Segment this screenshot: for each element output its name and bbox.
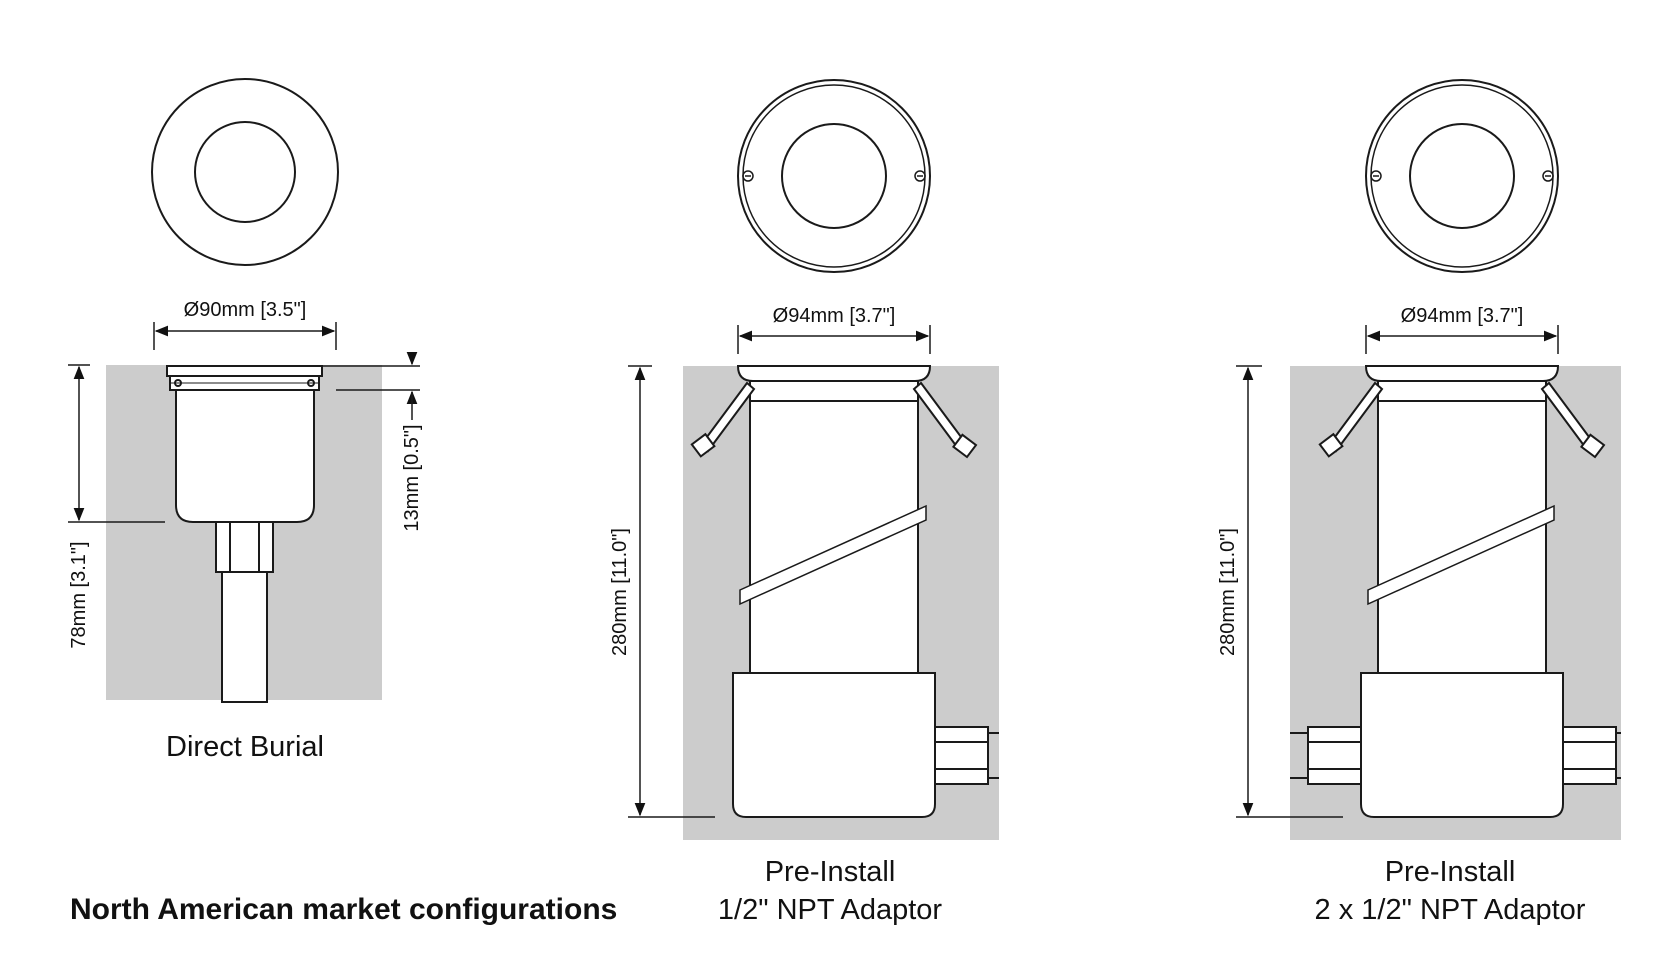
pre-install-double-name-line1: Pre-Install [1384, 856, 1516, 888]
pre-install-single-side-adaptor [934, 726, 999, 785]
pre-install-single-diameter-label: Ø94mm [3.7"] [773, 305, 896, 327]
pre-install-double-drawing [1236, 79, 1621, 840]
direct-burial-flange [166, 365, 323, 391]
direct-burial-diameter-label: Ø90mm [3.5"] [184, 299, 307, 321]
pre-install-double-right-adaptor [1562, 726, 1621, 785]
pre-install-double-left-adaptor [1290, 726, 1362, 785]
pre-install-double-junction-box [1360, 672, 1564, 818]
pre-install-double-depth-dimension [1236, 365, 1343, 818]
direct-burial-flange-dimension [322, 351, 420, 420]
pre-install-double-spikes [1318, 381, 1606, 459]
direct-burial-flange-label: 13mm [0.5"] [401, 424, 423, 531]
pre-install-double-caption: Pre-Install 2 x 1/2" NPT Adaptor [1270, 853, 1630, 929]
footer-title: North American market configurations [70, 893, 618, 926]
pre-install-single-tube [749, 400, 919, 674]
pre-install-single-spikes [690, 381, 978, 459]
pre-install-double-diameter-dimension [1365, 325, 1559, 354]
direct-burial-conduit [221, 569, 268, 703]
pre-install-double-name-line2: 2 x 1/2" NPT Adaptor [1314, 894, 1586, 926]
direct-burial-top-view [151, 78, 339, 266]
pre-install-double-flange [1364, 365, 1560, 402]
pre-install-single-caption: Pre-Install 1/2" NPT Adaptor [650, 853, 1010, 929]
direct-burial-drawing [68, 78, 420, 703]
direct-burial-caption: Direct Burial [110, 728, 380, 766]
direct-burial-name: Direct Burial [166, 731, 324, 763]
direct-burial-coupler [215, 521, 274, 573]
direct-burial-housing [175, 389, 315, 523]
pre-install-single-name-line1: Pre-Install [764, 856, 896, 888]
pre-install-single-depth-dimension [628, 365, 715, 818]
direct-burial-depth-label: 78mm [3.1"] [68, 541, 90, 648]
pre-install-double-diameter-label: Ø94mm [3.7"] [1401, 305, 1524, 327]
pre-install-single-depth-label: 280mm [11.0"] [609, 528, 631, 656]
pre-install-double-depth-label: 280mm [11.0"] [1217, 528, 1239, 656]
pre-install-double-top-view [1365, 79, 1559, 273]
direct-burial-depth-dimension [68, 364, 165, 523]
pre-install-single-diameter-dimension [737, 325, 931, 354]
pre-install-single-top-view [737, 79, 931, 273]
pre-install-double-tube [1377, 400, 1547, 674]
pre-install-single-drawing [628, 79, 999, 840]
pre-install-single-junction-box [732, 672, 936, 818]
pre-install-single-flange [736, 365, 932, 402]
pre-install-single-name-line2: 1/2" NPT Adaptor [717, 894, 943, 926]
direct-burial-diameter-dimension [153, 322, 337, 350]
